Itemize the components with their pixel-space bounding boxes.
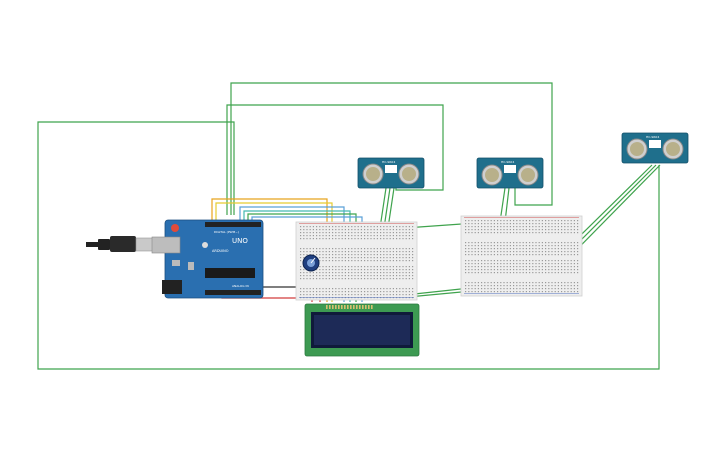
ultrasonic-sensor-2: HC-SR04 (476, 157, 544, 189)
breadboard-right (460, 215, 583, 297)
usb-cable (86, 236, 155, 252)
sensor-3-label: HC-SR04 (646, 135, 659, 139)
wire-s1-c (387, 187, 395, 229)
ultrasonic-sensor-3: HC-SR04 (621, 132, 689, 164)
breadboard-left (295, 221, 418, 301)
wire-sensor1-loop (226, 104, 444, 215)
lcd-16x2 (304, 303, 420, 357)
arduino-brand-text: ARDUINO (212, 249, 229, 253)
arduino-analog-text: ANALOG IN (232, 284, 249, 288)
sensor-2-label: HC-SR04 (501, 160, 514, 164)
arduino-uno-board: UNO DIGITAL (PWM~) ARDUINO ANALOG IN (151, 219, 264, 299)
ultrasonic-sensor-1: HC-SR04 (357, 157, 425, 189)
wire-s1-b (383, 187, 391, 229)
arduino-digital-text: DIGITAL (PWM~) (214, 230, 239, 234)
potentiometer (302, 254, 320, 272)
wire-outer-loop (37, 121, 660, 370)
wire-s1-a (379, 187, 387, 229)
sensor-1-label: HC-SR04 (382, 160, 395, 164)
arduino-logo-text: UNO (232, 237, 248, 245)
